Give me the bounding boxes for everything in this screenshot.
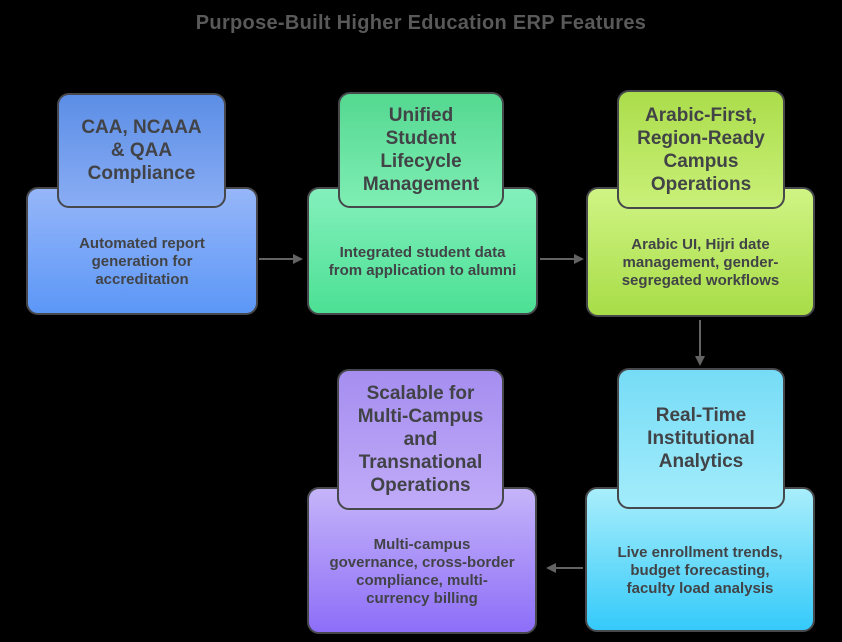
feature-analytics-body: Live enrollment trends, budget forecasti… xyxy=(585,487,815,632)
diagram-title: Purpose-Built Higher Education ERP Featu… xyxy=(195,12,647,34)
arrow-compliance-to-lifecycle-icon xyxy=(259,254,303,264)
arrow-arabic-first-to-analytics-icon xyxy=(695,320,705,366)
feature-multi-campus-header: Scalable for Multi-Campus and Transnatio… xyxy=(337,369,504,510)
feature-multi-campus-body: Multi-campus governance, cross-border co… xyxy=(307,487,537,634)
feature-analytics-header: Real-Time Institutional Analytics xyxy=(617,368,785,509)
arrow-lifecycle-to-arabic-first-icon xyxy=(540,254,584,264)
feature-student-lifecycle-header: Unified Student Lifecycle Management xyxy=(338,92,504,208)
feature-student-lifecycle-body: Integrated student data from application… xyxy=(307,187,538,315)
feature-arabic-first-body: Arabic UI, Hijri date management, gender… xyxy=(586,187,815,317)
feature-compliance-header: CAA, NCAAA & QAA Compliance xyxy=(57,93,226,208)
feature-compliance-body: Automated report generation for accredit… xyxy=(26,187,258,315)
feature-arabic-first-header: Arabic-First, Region-Ready Campus Operat… xyxy=(617,90,785,209)
arrow-analytics-to-multi-campus-icon xyxy=(546,563,583,573)
